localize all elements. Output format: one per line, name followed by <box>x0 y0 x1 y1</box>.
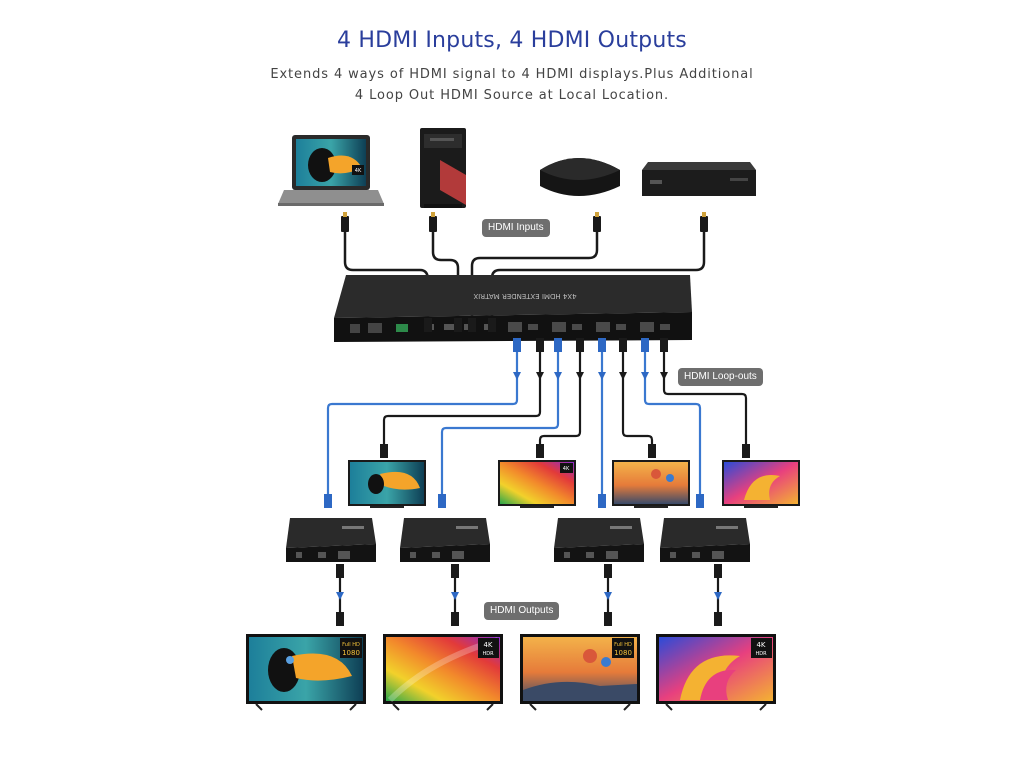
hdmi-outputs-label: HDMI Outputs <box>484 602 560 620</box>
output-tv-4: 4K HDR <box>656 634 776 711</box>
receiver-1 <box>286 518 376 562</box>
subtitle-line-1: Extends 4 ways of HDMI signal to 4 HDMI … <box>270 67 754 82</box>
loopout-tv-3 <box>612 460 690 508</box>
hdmi-loopouts-label: HDMI Loop-outs <box>678 368 763 386</box>
pc-tower-source <box>420 128 466 208</box>
hdmi-inputs-label: HDMI Inputs <box>482 219 550 237</box>
loopout-tv-1 <box>348 460 426 508</box>
streaming-box-source <box>540 158 620 196</box>
output-tv-1: Full HD 1080 <box>246 634 366 711</box>
laptop-4k-badge: 4K <box>355 168 362 174</box>
cat-cables <box>326 345 702 500</box>
receiver-2 <box>400 518 490 562</box>
svg-text:1080: 1080 <box>342 649 360 657</box>
matrix-top-label: 4X4 HDMI EXTENDER MATRIX <box>473 292 576 300</box>
svg-text:HDR: HDR <box>482 651 494 657</box>
input-connectors <box>341 212 708 232</box>
fullhd-badge-3: Full HD <box>614 642 632 648</box>
bluray-player-source <box>642 162 756 196</box>
page-title: 4 HDMI Inputs, 4 HDMI Outputs <box>337 28 687 53</box>
loopout-tv-2: 4K <box>498 460 576 508</box>
receiver-4 <box>660 518 750 562</box>
output-tv-2: 4K HDR <box>383 634 503 711</box>
hdmi-matrix-unit: 4X4 HDMI EXTENDER MATRIX <box>334 275 692 342</box>
page-subtitle: Extends 4 ways of HDMI signal to 4 HDMI … <box>0 64 1024 106</box>
fullhd-badge-1: Full HD <box>342 642 360 648</box>
4k-badge-2: 4K <box>483 641 492 649</box>
svg-text:HDR: HDR <box>755 651 767 657</box>
output-tv-3: Full HD 1080 <box>520 634 640 711</box>
laptop-source: 4K <box>278 135 384 206</box>
loopout-cables <box>382 345 748 450</box>
4k-badge-4: 4K <box>756 641 765 649</box>
receiver-3 <box>554 518 644 562</box>
svg-text:4K: 4K <box>563 466 570 472</box>
loopout-tv-4 <box>722 460 800 508</box>
subtitle-line-2: 4 Loop Out HDMI Source at Local Location… <box>354 88 670 103</box>
svg-text:1080: 1080 <box>614 649 632 657</box>
